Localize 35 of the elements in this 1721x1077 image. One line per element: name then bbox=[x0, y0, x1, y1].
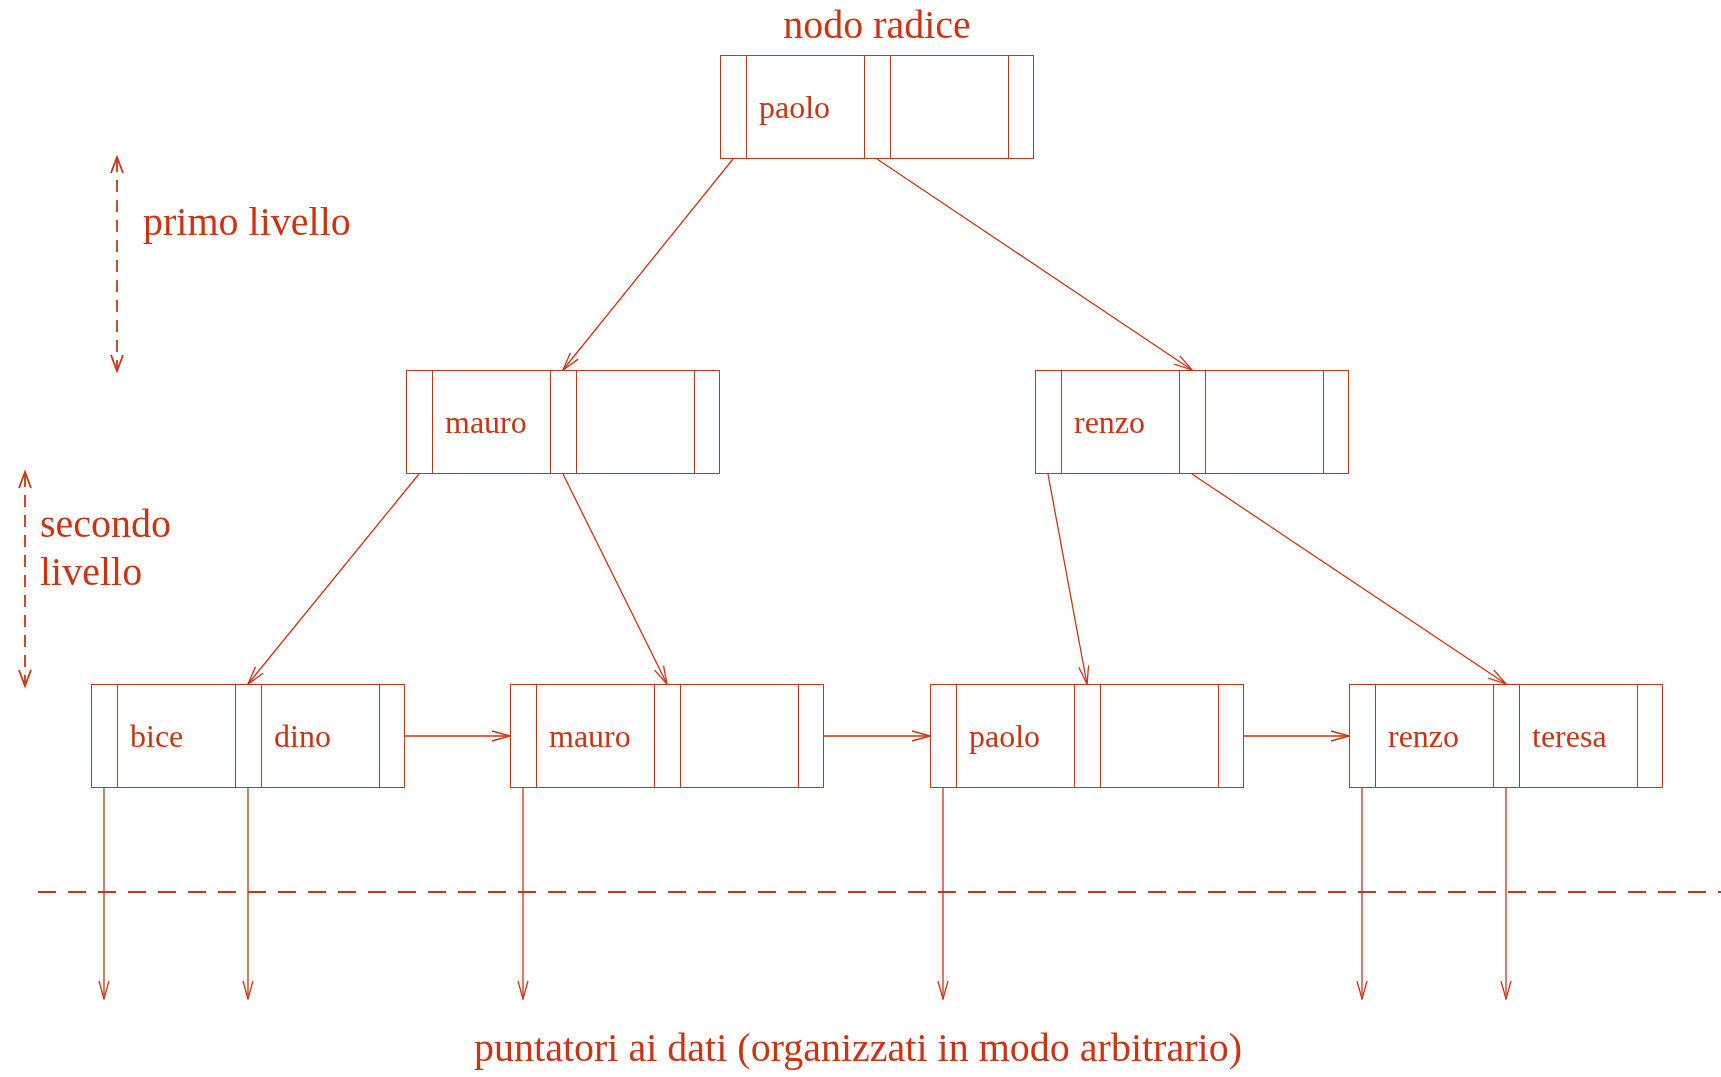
arrow bbox=[517, 787, 529, 1000]
key-text: bice bbox=[130, 717, 184, 755]
key-text: renzo bbox=[1388, 717, 1460, 755]
index-node-box bbox=[1035, 370, 1349, 474]
index-node-box bbox=[91, 684, 405, 788]
arrow bbox=[1500, 787, 1512, 1000]
key-text: mauro bbox=[445, 403, 527, 441]
index-node-box bbox=[1349, 684, 1663, 788]
node-caption: nodo radice bbox=[783, 1, 971, 48]
arrow bbox=[876, 158, 1193, 371]
arrow bbox=[98, 787, 110, 1000]
arrow bbox=[823, 730, 931, 742]
index-node-box bbox=[720, 55, 1034, 159]
arrow bbox=[1356, 787, 1368, 1000]
index-node-box bbox=[930, 684, 1244, 788]
arrow bbox=[1243, 730, 1350, 742]
key-text: paolo bbox=[969, 717, 1041, 755]
key-text: renzo bbox=[1074, 403, 1146, 441]
arrow bbox=[562, 158, 734, 371]
level-label: puntatori ai dati (organizzati in modo arbitrario) bbox=[474, 1024, 1242, 1072]
arrow bbox=[562, 473, 668, 685]
key-text: dino bbox=[274, 717, 331, 755]
key-text: teresa bbox=[1532, 717, 1607, 755]
arrow bbox=[1047, 473, 1090, 685]
arrow bbox=[1191, 473, 1507, 685]
key-text: mauro bbox=[549, 717, 631, 755]
arrow bbox=[242, 787, 254, 1000]
arrow bbox=[937, 787, 949, 1000]
arrow bbox=[247, 473, 420, 685]
index-node-box bbox=[510, 684, 824, 788]
level-label: secondo livello bbox=[40, 500, 173, 596]
key-text: paolo bbox=[759, 88, 831, 126]
index-node-box bbox=[406, 370, 720, 474]
level-label: primo livello bbox=[143, 198, 351, 246]
arrow bbox=[404, 730, 511, 742]
